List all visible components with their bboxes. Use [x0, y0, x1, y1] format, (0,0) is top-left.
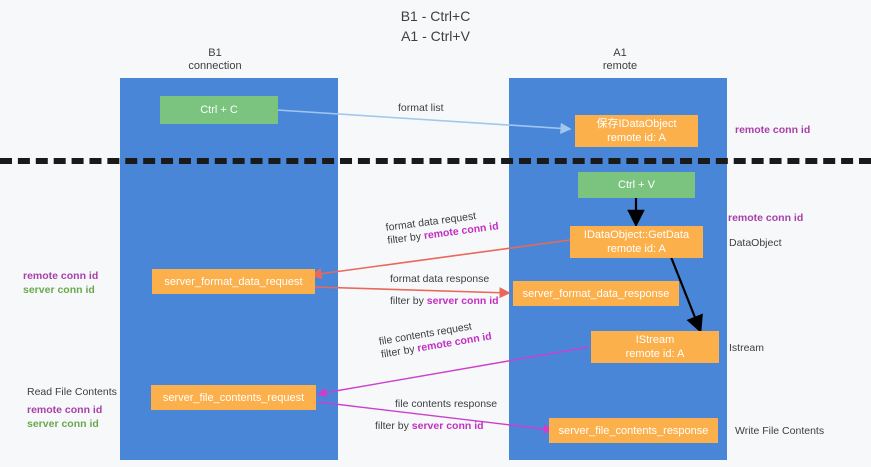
edge-label-format-data-response-line-2: filter by server conn id [390, 295, 499, 308]
node-server-format-data-response[interactable]: server_format_data_response [513, 281, 679, 306]
side-label-remote-conn-id-top: remote conn id [735, 124, 811, 136]
node-istream[interactable]: IStream remote id: A [591, 331, 719, 363]
edge-label-format-data-response-filter-key: server conn id [426, 295, 499, 307]
node-server-file-contents-response-label: server_file_contents_response [558, 424, 709, 437]
edge-label-file-contents-request: file contents request filter by remote c… [378, 318, 493, 362]
node-ctrl-c-label: Ctrl + C [200, 104, 238, 116]
side-label-write-file-contents: Write File Contents [735, 425, 825, 437]
edge-label-file-contents-response-filter-key: server conn id [411, 420, 484, 432]
lane-title-a1: A1 remote [540, 47, 700, 73]
node-ctrl-c[interactable]: Ctrl + C [160, 96, 278, 124]
lane-title-b1-line-1: B1 [208, 47, 222, 59]
node-istream-line-1: IStream [635, 334, 675, 346]
node-server-file-contents-response[interactable]: server_file_contents_response [549, 418, 718, 443]
side-label-istream: Istream [729, 342, 765, 354]
side-label-left-server-conn-id-bottom: server conn id [27, 418, 99, 430]
lane-title-a1-line-2: remote [602, 60, 638, 72]
node-ctrl-v[interactable]: Ctrl + V [578, 172, 695, 198]
phase-divider [0, 158, 871, 164]
diagram-title-line-2: A1 - Ctrl+V [401, 28, 470, 44]
node-server-file-contents-request[interactable]: server_file_contents_request [151, 385, 316, 410]
edge-label-format-data-response-line-1: format data response [390, 273, 490, 285]
edge-label-format-data-response-filter-prefix: filter by [390, 295, 427, 307]
edge-label-file-contents-response-line-1: file contents response [395, 398, 498, 410]
node-idataobject-getdata-line-1: IDataObject::GetData [583, 229, 690, 241]
side-label-remote-conn-id-mid: remote conn id [728, 212, 804, 224]
edge-label-format-list: format list [398, 102, 444, 114]
lane-title-a1-line-1: A1 [613, 47, 627, 59]
diagram-title-line-1: B1 - Ctrl+C [400, 8, 471, 24]
node-idataobject-getdata[interactable]: IDataObject::GetData remote id: A [570, 226, 703, 258]
side-label-left-remote-conn-id-mid: remote conn id [23, 270, 99, 282]
node-server-file-contents-request-label: server_file_contents_request [162, 391, 305, 404]
edge-label-file-contents-response: file contents response filter by server … [375, 398, 498, 433]
edge-label-format-data-request: format data request filter by remote con… [385, 207, 499, 247]
node-idataobject-getdata-line-2: remote id: A [607, 243, 666, 255]
node-idataobject-store[interactable]: 保存IDataObject remote id: A [575, 115, 698, 147]
edge-label-format-data-response: format data response filter by server co… [390, 273, 499, 308]
node-istream-line-2: remote id: A [625, 348, 685, 360]
node-server-format-data-request[interactable]: server_format_data_request [152, 269, 315, 294]
side-label-dataobject: DataObject [729, 237, 782, 249]
edge-label-file-contents-response-line-2: filter by server conn id [375, 420, 497, 433]
side-label-read-file-contents: Read File Contents [27, 386, 117, 398]
lane-title-b1-line-2: connection [188, 60, 242, 72]
node-server-format-data-request-label: server_format_data_request [164, 275, 303, 288]
node-idataobject-store-line-1: 保存IDataObject [596, 118, 677, 130]
edge-label-file-contents-response-filter-prefix: filter by [375, 420, 412, 432]
side-label-left-remote-conn-id-bottom: remote conn id [27, 404, 103, 416]
diagram-title: B1 - Ctrl+C A1 - Ctrl+V [0, 6, 871, 46]
side-label-left-server-conn-id-mid: server conn id [23, 284, 95, 296]
node-ctrl-v-label: Ctrl + V [618, 179, 655, 191]
node-idataobject-store-line-2: remote id: A [607, 132, 666, 144]
lane-title-b1: B1 connection [135, 47, 295, 73]
node-server-format-data-response-label: server_format_data_response [522, 287, 670, 300]
